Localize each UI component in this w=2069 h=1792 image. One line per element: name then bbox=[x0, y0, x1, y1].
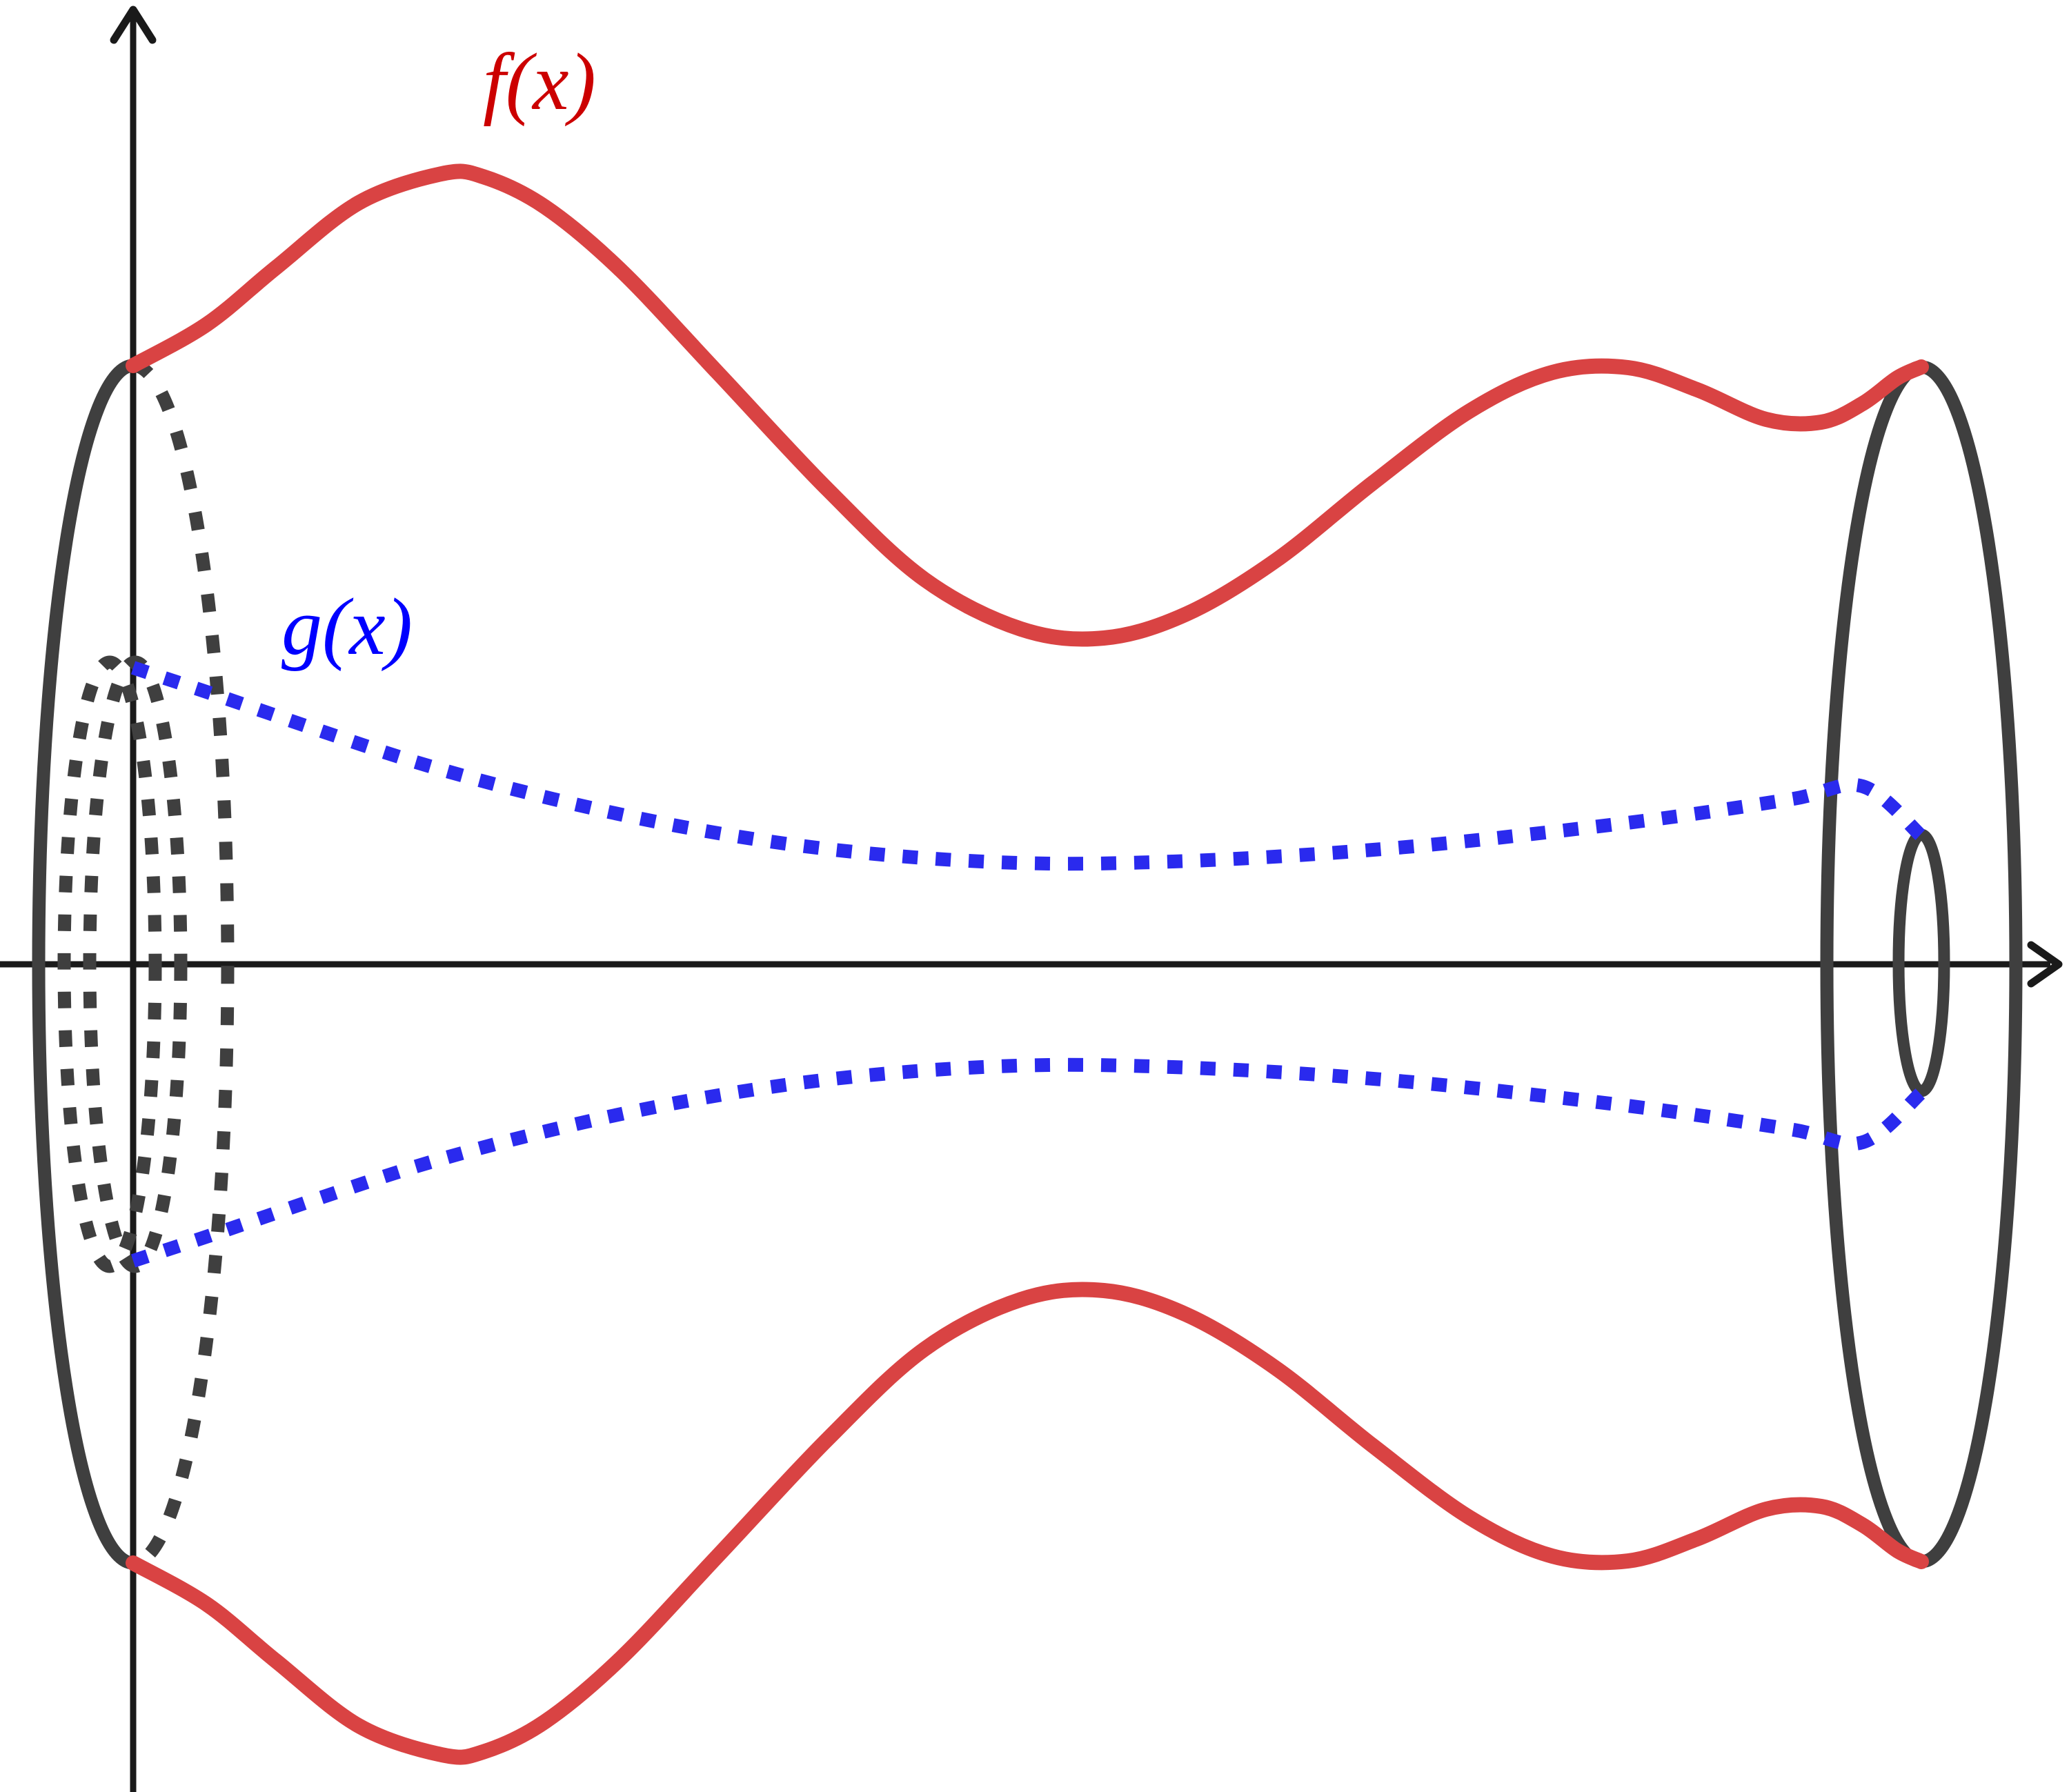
f-curve-upper bbox=[126, 163, 1929, 647]
axes-group bbox=[0, 6, 2063, 1792]
right-inner-ellipse bbox=[1892, 828, 1950, 1097]
left-outer-ellipse-solid-half bbox=[32, 359, 140, 1570]
g-curve-group bbox=[130, 661, 1926, 1268]
g-function-label: g(x) bbox=[281, 581, 413, 672]
g-curve-upper bbox=[130, 661, 1926, 871]
g-curve-lower bbox=[130, 1057, 1926, 1268]
f-curve-group bbox=[126, 163, 1929, 1765]
x-axis-arrow-icon bbox=[2027, 941, 2063, 988]
y-axis-arrow-icon bbox=[110, 6, 157, 44]
f-curve-lower bbox=[126, 1282, 1929, 1765]
left-inner-ellipse-a bbox=[57, 655, 162, 1273]
f-function-label: f(x) bbox=[483, 37, 596, 127]
left-end-ellipse-group bbox=[32, 359, 235, 1570]
left-outer-ellipse-dotted-half bbox=[132, 359, 235, 1570]
